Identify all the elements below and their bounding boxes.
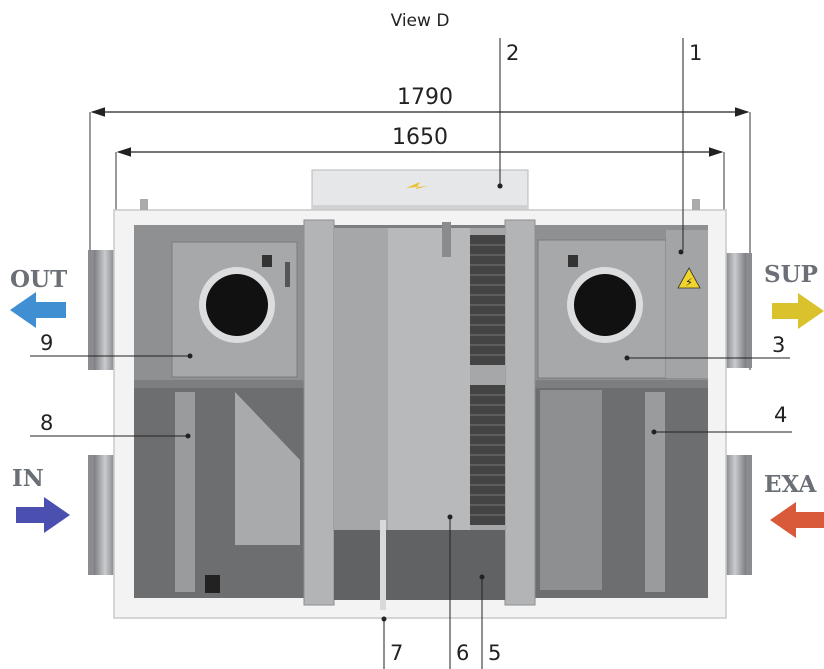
- callout-7: 7: [381, 616, 403, 669]
- callout-7-label: 7: [390, 641, 403, 665]
- callout-3: 3: [624, 333, 790, 361]
- callout-8: 8: [30, 411, 191, 439]
- electrical-box: [311, 169, 529, 211]
- dimension-overall-label: 1790: [397, 85, 453, 110]
- callout-2: 2: [497, 38, 519, 189]
- flow-out: OUT: [10, 266, 67, 328]
- flow-exa: EXA: [764, 471, 824, 538]
- flow-in: IN: [12, 465, 70, 533]
- callout-4: 4: [651, 403, 792, 435]
- dimension-inner-label: 1650: [392, 125, 448, 150]
- callout-8-label: 8: [40, 411, 53, 435]
- flow-sup-label: SUP: [764, 261, 818, 288]
- flow-exa-label: EXA: [764, 471, 818, 498]
- filter-right-chamber: [532, 388, 708, 598]
- warning-sign: ⚡: [677, 267, 701, 289]
- callout-4-label: 4: [774, 403, 787, 427]
- flow-sup: SUP: [764, 261, 824, 329]
- dimension-inner: 1650: [115, 125, 725, 215]
- flow-in-label: IN: [12, 465, 44, 492]
- callout-5-label: 5: [488, 641, 501, 665]
- callout-6-label: 6: [456, 641, 469, 665]
- flow-out-label: OUT: [10, 266, 67, 293]
- callout-5: 5: [479, 574, 501, 669]
- fan-exhaust-left: [134, 225, 304, 380]
- louvers: [470, 244, 505, 516]
- callout-9-label: 9: [40, 331, 53, 355]
- callout-1-label: 1: [689, 41, 702, 65]
- fan-supply-right: [532, 225, 708, 380]
- view-title: View D: [391, 11, 450, 31]
- callout-9: 9: [30, 331, 193, 359]
- warning-sign-glyph: ⚡: [685, 276, 693, 289]
- callout-6: 6: [447, 514, 469, 669]
- dimension-overall: 1790: [89, 85, 751, 370]
- callout-2-label: 2: [506, 41, 519, 65]
- filter-left-chamber: [134, 388, 304, 598]
- callout-3-label: 3: [772, 333, 785, 357]
- callout-1: 1: [678, 38, 702, 255]
